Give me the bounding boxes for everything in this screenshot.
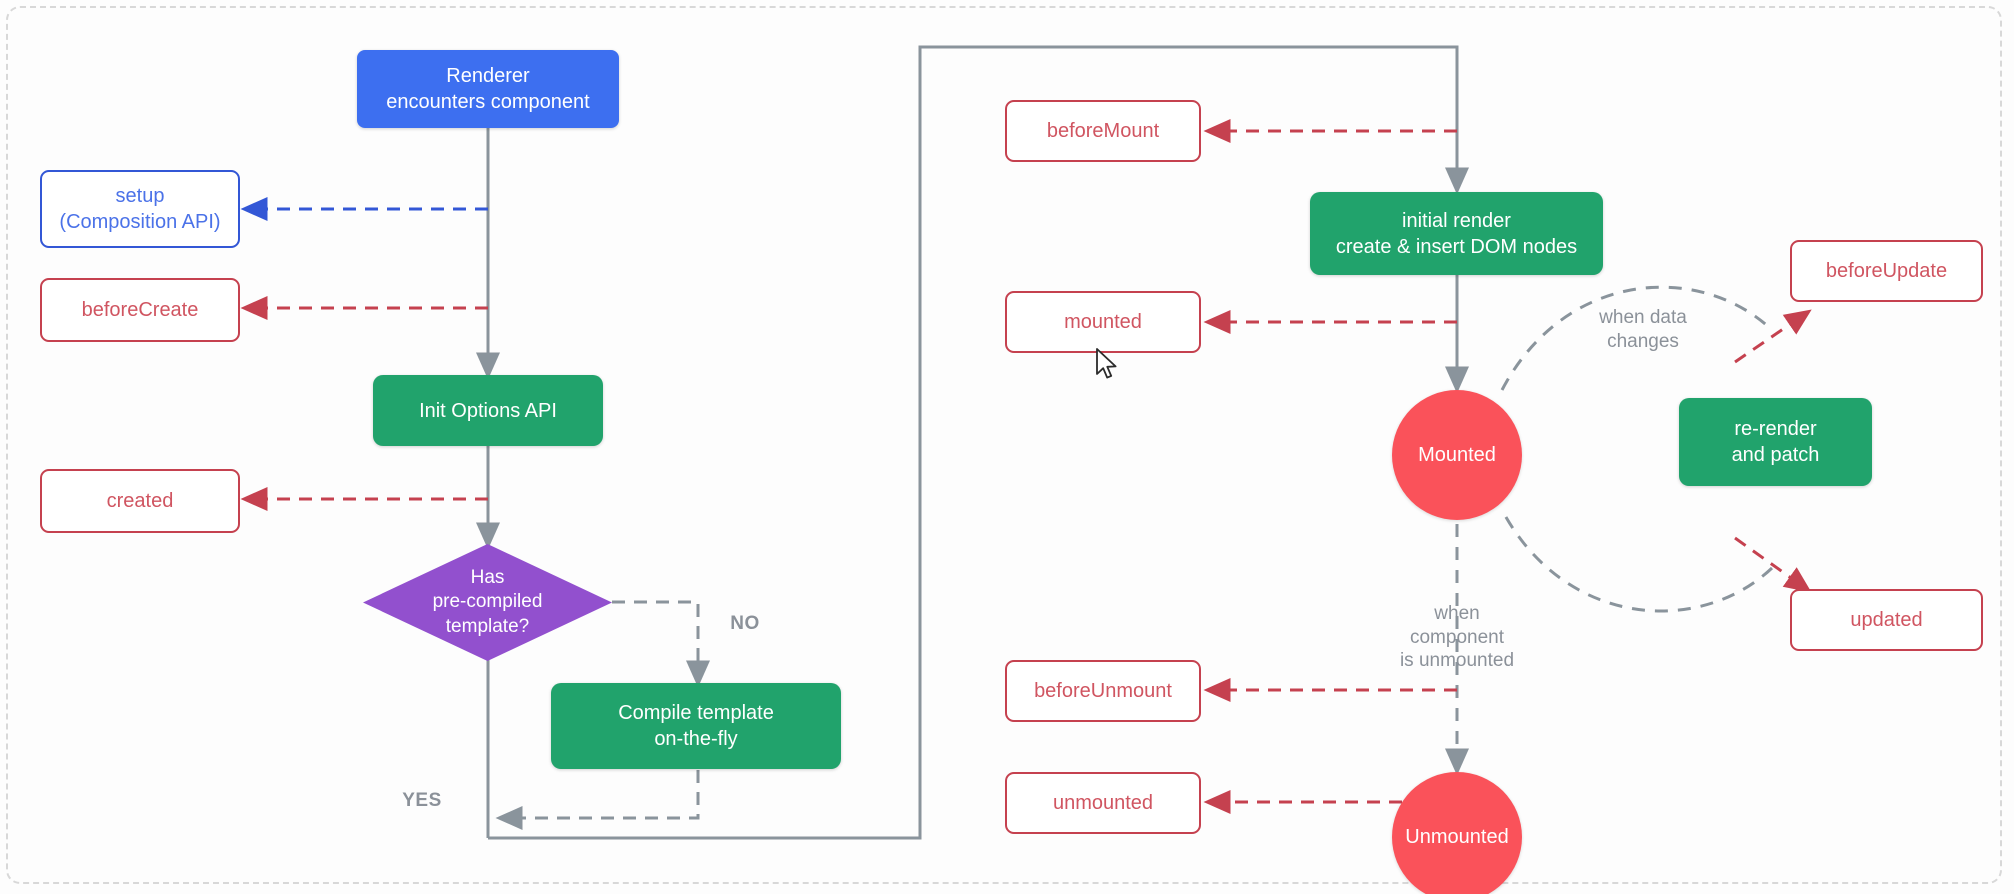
node-created-label: created <box>106 490 174 512</box>
node-initial-render[interactable]: initial render create & insert DOM nodes <box>1310 192 1603 275</box>
node-mounted-state-label: Mounted <box>1418 443 1496 466</box>
node-updated[interactable]: updated <box>1790 589 1983 651</box>
mouse-cursor <box>1096 348 1117 379</box>
edge-label-yes-text: YES <box>402 789 442 811</box>
node-unmounted-state-label: Unmounted <box>1405 825 1509 848</box>
edge-label-no: NO <box>715 588 775 636</box>
node-unmounted-hook-label: unmounted <box>1052 792 1154 814</box>
node-rerender-and-patch[interactable]: re-render and patch <box>1679 398 1872 486</box>
node-unmounted-hook[interactable]: unmounted <box>1005 772 1201 834</box>
node-rerender-and-patch-label: re-render and patch <box>1731 418 1820 466</box>
node-mounted-hook-label: mounted <box>1064 311 1142 333</box>
edge-label-no-text: NO <box>730 612 760 634</box>
node-before-mount[interactable]: beforeMount <box>1005 100 1201 162</box>
node-mounted-hook[interactable]: mounted <box>1005 291 1201 353</box>
edge-label-when-component-unmounted: when component is unmounted <box>1382 578 1532 673</box>
edge-label-when-data-changes: when data changes <box>1568 282 1718 353</box>
node-before-unmount-label: beforeUnmount <box>1034 680 1172 702</box>
node-renderer-encounters-component[interactable]: Renderer encounters component <box>357 50 619 128</box>
node-mounted-state[interactable]: Mounted <box>1392 390 1522 520</box>
node-decision-label: Has pre-compiled template? <box>432 567 543 637</box>
node-unmounted-state[interactable]: Unmounted <box>1392 772 1522 894</box>
node-renderer-label: Renderer encounters component <box>386 65 590 113</box>
node-compile-template-label: Compile template on-the-fly <box>618 702 774 750</box>
node-init-options-api[interactable]: Init Options API <box>373 375 603 446</box>
node-created[interactable]: created <box>40 469 240 533</box>
node-setup-composition-api[interactable]: setup (Composition API) <box>40 170 240 248</box>
edge-label-yes: YES <box>392 765 452 813</box>
node-before-update[interactable]: beforeUpdate <box>1790 240 1983 302</box>
node-before-create[interactable]: beforeCreate <box>40 278 240 342</box>
node-before-create-label: beforeCreate <box>81 299 199 321</box>
node-init-options-api-label: Init Options API <box>419 399 557 422</box>
node-updated-label: updated <box>1850 609 1923 631</box>
edge-label-when-data-changes-text: when data changes <box>1599 306 1687 352</box>
node-initial-render-label: initial render create & insert DOM nodes <box>1335 209 1578 258</box>
node-setup-label: setup (Composition API) <box>59 185 221 233</box>
node-before-update-label: beforeUpdate <box>1825 260 1948 282</box>
node-has-precompiled-template-decision[interactable]: Has pre-compiled template? <box>363 544 612 661</box>
node-before-mount-label: beforeMount <box>1046 120 1160 142</box>
node-compile-template-on-the-fly[interactable]: Compile template on-the-fly <box>551 683 841 769</box>
edge-label-when-component-unmounted-text: when component is unmounted <box>1399 602 1515 672</box>
node-before-unmount[interactable]: beforeUnmount <box>1005 660 1201 722</box>
